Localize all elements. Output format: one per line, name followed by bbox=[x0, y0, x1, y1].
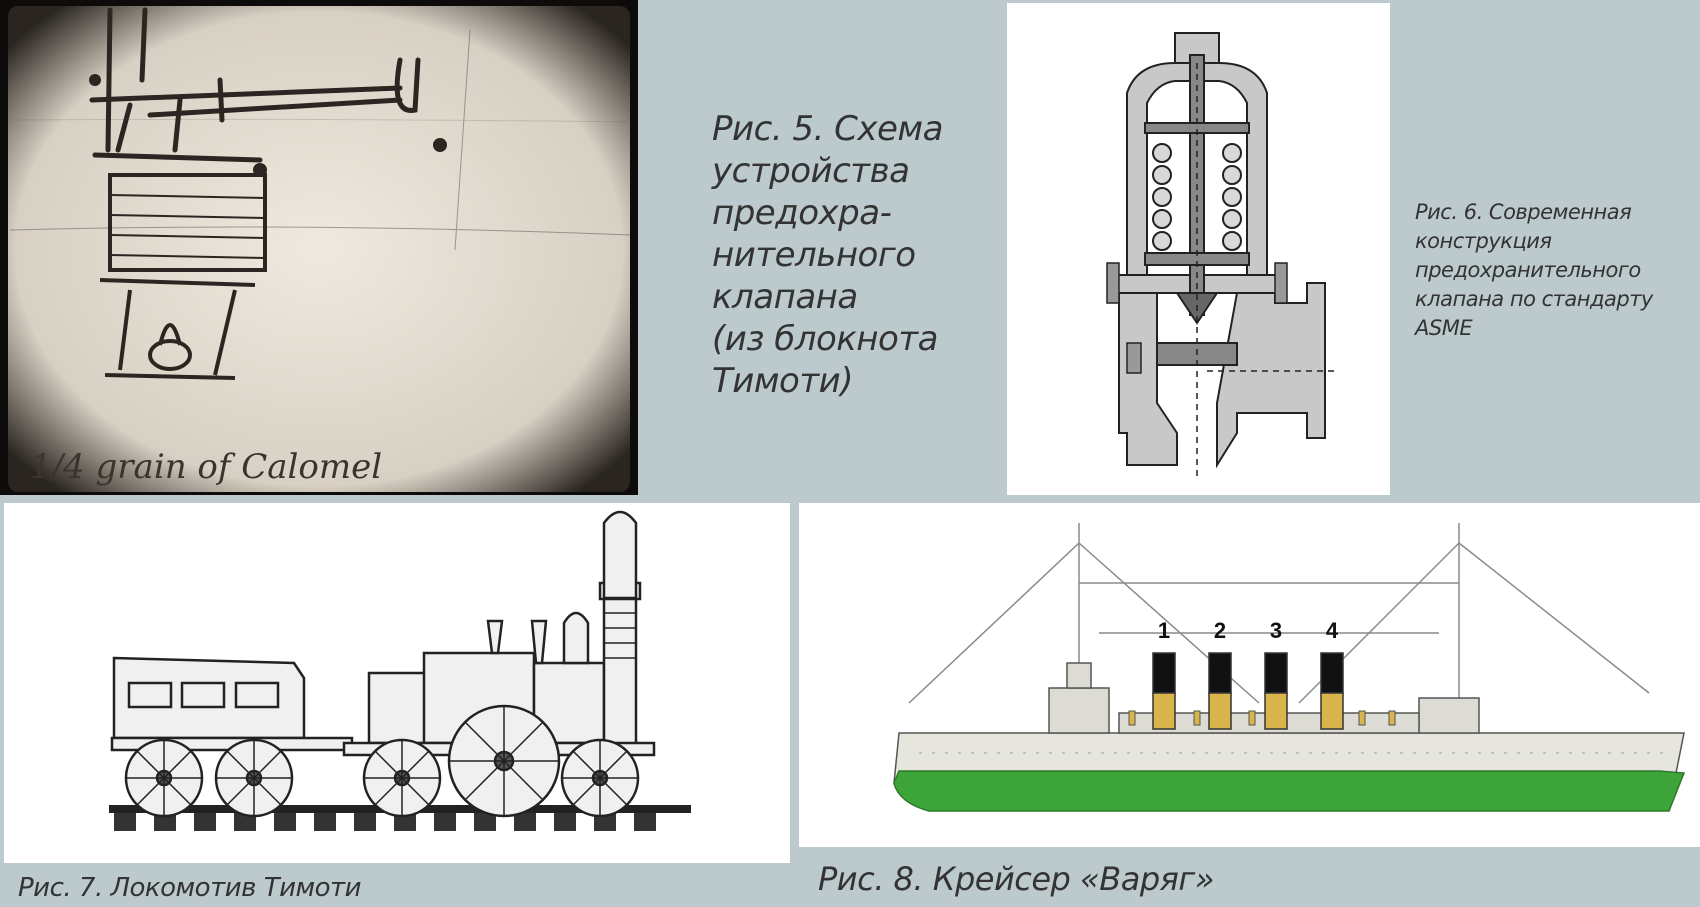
fig8-caption: Рис. 8. Крейсер «Варяг» bbox=[818, 860, 1214, 898]
fig6-caption-line: ASME bbox=[1415, 316, 1473, 340]
funnel-label: 2 bbox=[1214, 618, 1226, 643]
funnel-label: 1 bbox=[1158, 618, 1170, 643]
fig6-caption-line: Рис. 6. Современная bbox=[1415, 200, 1632, 224]
fig5-caption-line: предохра- bbox=[712, 193, 892, 233]
fig5-notebook-sketch: 1/4 grain of Calomel bbox=[0, 0, 638, 495]
fig6-caption-line: клапана по стандарту bbox=[1415, 287, 1653, 311]
fig7-locomotive-drawing bbox=[4, 503, 790, 863]
fig5-caption-line: Тимоти) bbox=[712, 361, 853, 401]
fig5-caption-line: (из блокнота bbox=[712, 319, 938, 359]
fig6-caption: Рис. 6. Современная конструкция предохра… bbox=[1415, 198, 1653, 343]
fig8-cruiser-drawing: 1 2 3 4 bbox=[799, 503, 1700, 847]
fig5-caption-line: клапана bbox=[712, 277, 858, 317]
fig7-caption: Рис. 7. Локомотив Тимоти bbox=[18, 873, 362, 903]
fig5-caption: Рис. 5. Схема устройства предохра- нител… bbox=[712, 108, 943, 402]
fig6-caption-line: конструкция bbox=[1415, 229, 1552, 253]
fig5-caption-line: Рис. 5. Схема bbox=[712, 109, 943, 149]
fig6-caption-line: предохранительного bbox=[1415, 258, 1641, 282]
funnel-label: 4 bbox=[1326, 618, 1339, 643]
funnel-label: 3 bbox=[1270, 618, 1282, 643]
fig5-caption-line: нительного bbox=[712, 235, 916, 275]
handwritten-note: 1/4 grain of Calomel bbox=[30, 447, 382, 487]
fig6-valve-drawing bbox=[1007, 3, 1390, 495]
fig5-caption-line: устройства bbox=[712, 151, 910, 191]
